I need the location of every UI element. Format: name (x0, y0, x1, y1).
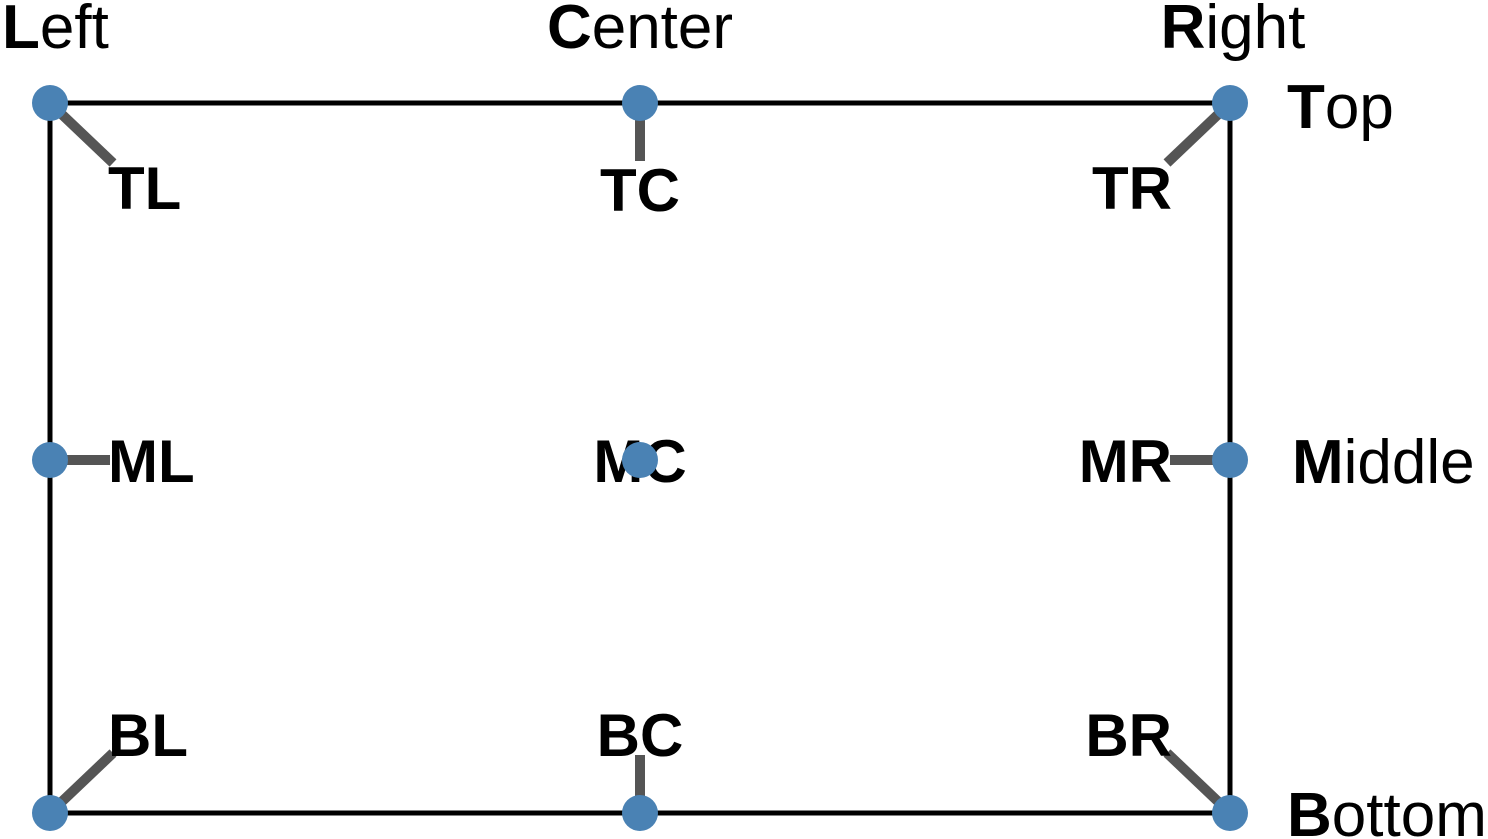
anchor-dot-ml (32, 442, 68, 478)
row-header-top: Top (1287, 73, 1394, 142)
anchor-dot-tl (32, 85, 68, 121)
row-header-middle: Middle (1292, 428, 1475, 497)
anchor-label-tr: TR (1092, 155, 1172, 222)
anchor-label-tc: TC (600, 157, 680, 224)
row-header-middle-bold-letter: M (1292, 428, 1344, 497)
column-header-right-rest: ight (1205, 0, 1305, 62)
column-header-center-rest: enter (592, 0, 733, 62)
anchor-dot-mc (622, 442, 658, 478)
anchor-dot-bl (32, 795, 68, 831)
column-header-right: Right (1161, 0, 1306, 62)
column-header-left-bold-letter: L (2, 0, 40, 62)
anchor-dot-bc (622, 795, 658, 831)
column-header-right-bold-letter: R (1161, 0, 1206, 62)
anchor-label-br: BR (1085, 702, 1172, 769)
anchor-dot-tr (1212, 85, 1248, 121)
anchor-dot-tc (622, 85, 658, 121)
row-header-top-bold-letter: T (1287, 73, 1325, 142)
anchor-label-ml: ML (108, 428, 195, 495)
row-header-bottom: Bottom (1287, 781, 1487, 839)
row-header-bottom-bold-letter: B (1287, 781, 1332, 839)
anchor-dot-mr (1212, 442, 1248, 478)
column-header-left: Left (2, 0, 109, 62)
column-header-center-bold-letter: C (547, 0, 592, 62)
column-header-left-rest: eft (40, 0, 109, 62)
anchor-label-bc: BC (597, 702, 684, 769)
anchor-label-bl: BL (108, 702, 188, 769)
row-header-top-rest: op (1325, 73, 1394, 142)
row-header-middle-rest: iddle (1344, 428, 1475, 497)
column-header-center: Center (547, 0, 733, 62)
row-header-bottom-rest: ottom (1332, 781, 1487, 839)
anchor-label-mr: MR (1079, 428, 1172, 495)
anchor-label-tl: TL (108, 155, 181, 222)
anchor-dot-br (1212, 795, 1248, 831)
